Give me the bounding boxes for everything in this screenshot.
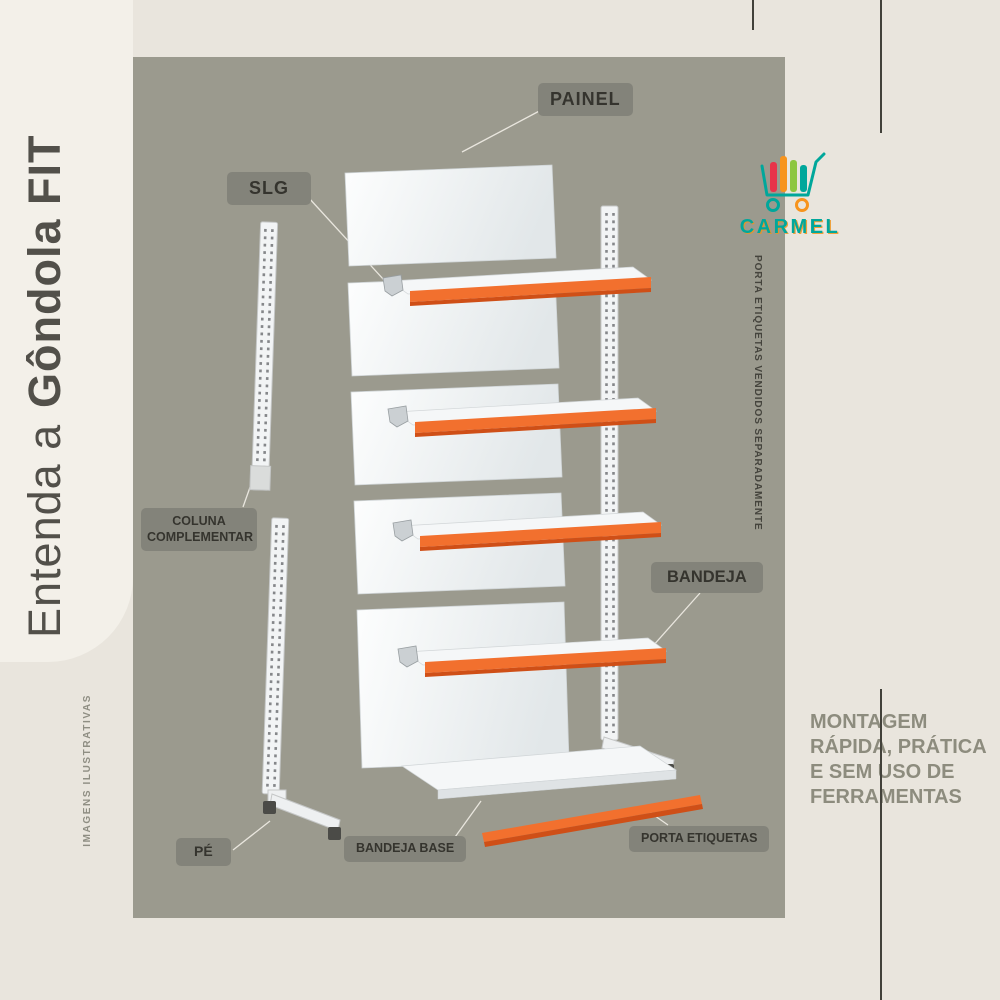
brand-name: CARMEL — [739, 216, 841, 238]
left-background-shape — [0, 0, 133, 662]
shelf — [397, 637, 668, 677]
base-shelf — [400, 745, 678, 800]
price-strip — [425, 648, 666, 673]
leveling-pad — [328, 827, 341, 840]
slg-bracket — [387, 405, 409, 428]
label-slg: SLG — [227, 172, 312, 205]
shelf — [392, 511, 663, 551]
shelf — [387, 397, 658, 437]
label-bandeja: BANDEJA — [651, 562, 763, 593]
back-panel — [356, 601, 570, 769]
back-panels — [344, 164, 570, 769]
front-column-left — [261, 517, 341, 840]
label-porta-etiquetas: PORTA ETIQUETAS — [629, 826, 770, 852]
tagline: MONTAGEM RÁPIDA, PRÁTICA E SEM USO DE FE… — [810, 710, 987, 810]
sold-separately-note: PORTA ETIQUETAS VENDIDOS SEPARADAMENTE — [752, 255, 763, 531]
price-strip — [410, 277, 651, 302]
slg-bracket — [382, 274, 404, 297]
complementary-column — [249, 221, 279, 491]
label-pe: PÉ — [176, 838, 231, 866]
slg-bracket — [397, 645, 419, 668]
tagline-line: RÁPIDA, PRÁTICA — [810, 736, 987, 758]
leader-lines — [232, 107, 701, 851]
shelf — [382, 266, 653, 306]
loose-price-strip — [482, 795, 703, 847]
foot-bar — [269, 793, 341, 832]
tagline-line: MONTAGEM — [810, 711, 928, 733]
shopping-cart-icon — [760, 152, 826, 212]
label-painel: PAINEL — [538, 83, 633, 116]
price-strip — [415, 408, 656, 433]
decorative-line — [752, 0, 754, 30]
decorative-line — [880, 0, 882, 133]
price-strip — [420, 522, 661, 547]
slg-bracket — [392, 519, 414, 542]
brand-logo: CARMEL — [728, 150, 852, 239]
leveling-pad — [263, 801, 276, 814]
label-coluna-complementar: COLUNA COMPLEMENTAR — [141, 508, 257, 552]
tagline-line: FERRAMENTAS — [810, 786, 962, 808]
back-panel — [344, 164, 557, 267]
decorative-line — [880, 689, 882, 1000]
label-bandeja-base: BANDEJA BASE — [344, 836, 467, 862]
tagline-line: E SEM USO DE — [810, 761, 955, 783]
